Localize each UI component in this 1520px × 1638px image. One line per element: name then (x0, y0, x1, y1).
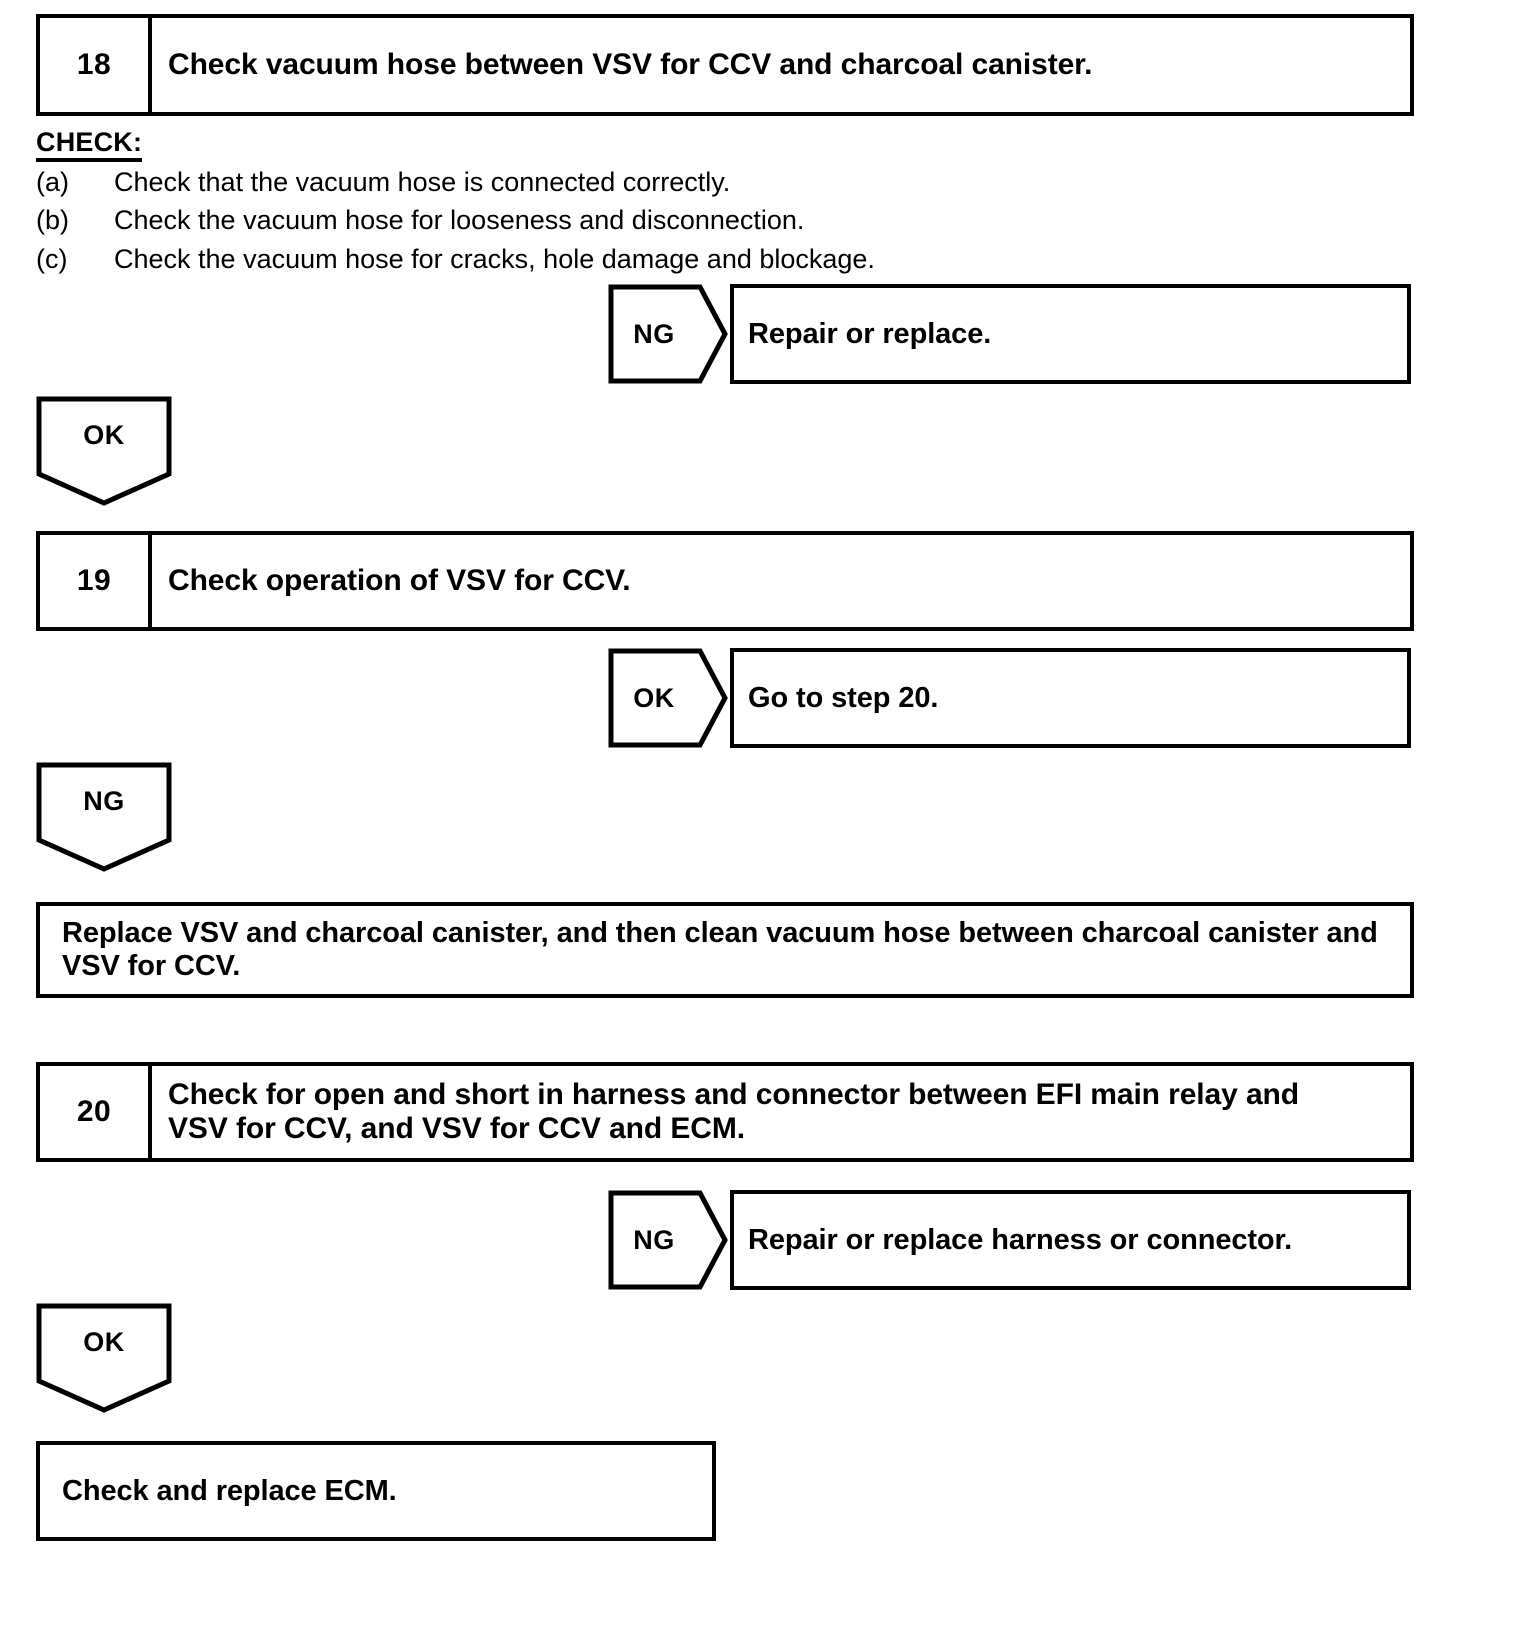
step-18-ok-arrow-down-icon: OK (36, 396, 172, 506)
step-18-ng-result-box: Repair or replace. (730, 284, 1411, 384)
step-20-number: 20 (40, 1066, 152, 1158)
step-19-ng-result-line-1: Replace VSV and charcoal canister, and t… (62, 917, 1378, 950)
step-20-ok-arrow-down-icon: OK (36, 1303, 172, 1413)
check-item: (a) Check that the vacuum hose is connec… (36, 164, 1036, 200)
final-result-text: Check and replace ECM. (62, 1474, 397, 1507)
step-20-header: 20 Check for open and short in harness a… (36, 1062, 1414, 1162)
step-20-ng-result-text: Repair or replace harness or connector. (748, 1223, 1293, 1256)
final-result-box: Check and replace ECM. (36, 1441, 716, 1541)
step-19-ok-result-box: Go to step 20. (730, 648, 1411, 748)
step-18-title: Check vacuum hose between VSV for CCV an… (152, 18, 1410, 112)
check-item-text: Check the vacuum hose for cracks, hole d… (114, 243, 875, 274)
step-20-ng-branch: NG Repair or replace harness or connecto… (608, 1190, 1411, 1290)
step-20-title-line-1: Check for open and short in harness and … (168, 1077, 1299, 1111)
step-19-ok-result-text: Go to step 20. (748, 681, 939, 714)
step-20-title: Check for open and short in harness and … (152, 1066, 1410, 1158)
step-19-number: 19 (40, 535, 152, 627)
step-19-title: Check operation of VSV for CCV. (152, 535, 1410, 627)
step-18-ng-branch: NG Repair or replace. (608, 284, 1411, 384)
ng-arrow-right-icon: NG (608, 284, 728, 384)
check-item: (b) Check the vacuum hose for looseness … (36, 202, 1036, 238)
step-18-header: 18 Check vacuum hose between VSV for CCV… (36, 14, 1414, 116)
check-item-marker: (c) (36, 243, 68, 274)
step-20-ok-arrow-label: OK (83, 1326, 125, 1357)
step-18-check-block: CHECK: (a) Check that the vacuum hose is… (36, 127, 1036, 277)
ok-arrow-label: OK (633, 682, 675, 713)
check-item-text: Check the vacuum hose for looseness and … (114, 205, 805, 236)
step-19-ng-arrow-label: NG (83, 785, 125, 816)
check-item-marker: (a) (36, 167, 69, 198)
ng-arrow-label: NG (633, 318, 675, 349)
step-20-title-line-2: VSV for CCV, and VSV for CCV and ECM. (168, 1112, 745, 1145)
ok-arrow-right-icon: OK (608, 648, 728, 748)
step-18-number: 18 (40, 18, 152, 112)
step-19-ng-arrow-down-icon: NG (36, 762, 172, 872)
step-18-title-text: Check vacuum hose between VSV for CCV an… (168, 47, 1093, 81)
step-19-ng-result-line-2: VSV for CCV. (62, 950, 241, 982)
step-19-ok-branch: OK Go to step 20. (608, 648, 1411, 748)
step-19-header: 19 Check operation of VSV for CCV. (36, 531, 1414, 631)
check-item-text: Check that the vacuum hose is connected … (114, 167, 731, 198)
step-18-ng-result-text: Repair or replace. (748, 317, 992, 350)
check-item: (c) Check the vacuum hose for cracks, ho… (36, 241, 1036, 277)
step-19-ng-result-box: Replace VSV and charcoal canister, and t… (36, 902, 1414, 998)
ng-arrow-right-icon: NG (608, 1190, 728, 1290)
step-18-ok-arrow-label: OK (83, 419, 125, 450)
step-19-title-text: Check operation of VSV for CCV. (168, 563, 631, 597)
check-heading: CHECK: (36, 127, 143, 163)
check-item-marker: (b) (36, 205, 69, 236)
step-20-ng-result-box: Repair or replace harness or connector. (730, 1190, 1411, 1290)
ng-arrow-label: NG (633, 1224, 675, 1255)
